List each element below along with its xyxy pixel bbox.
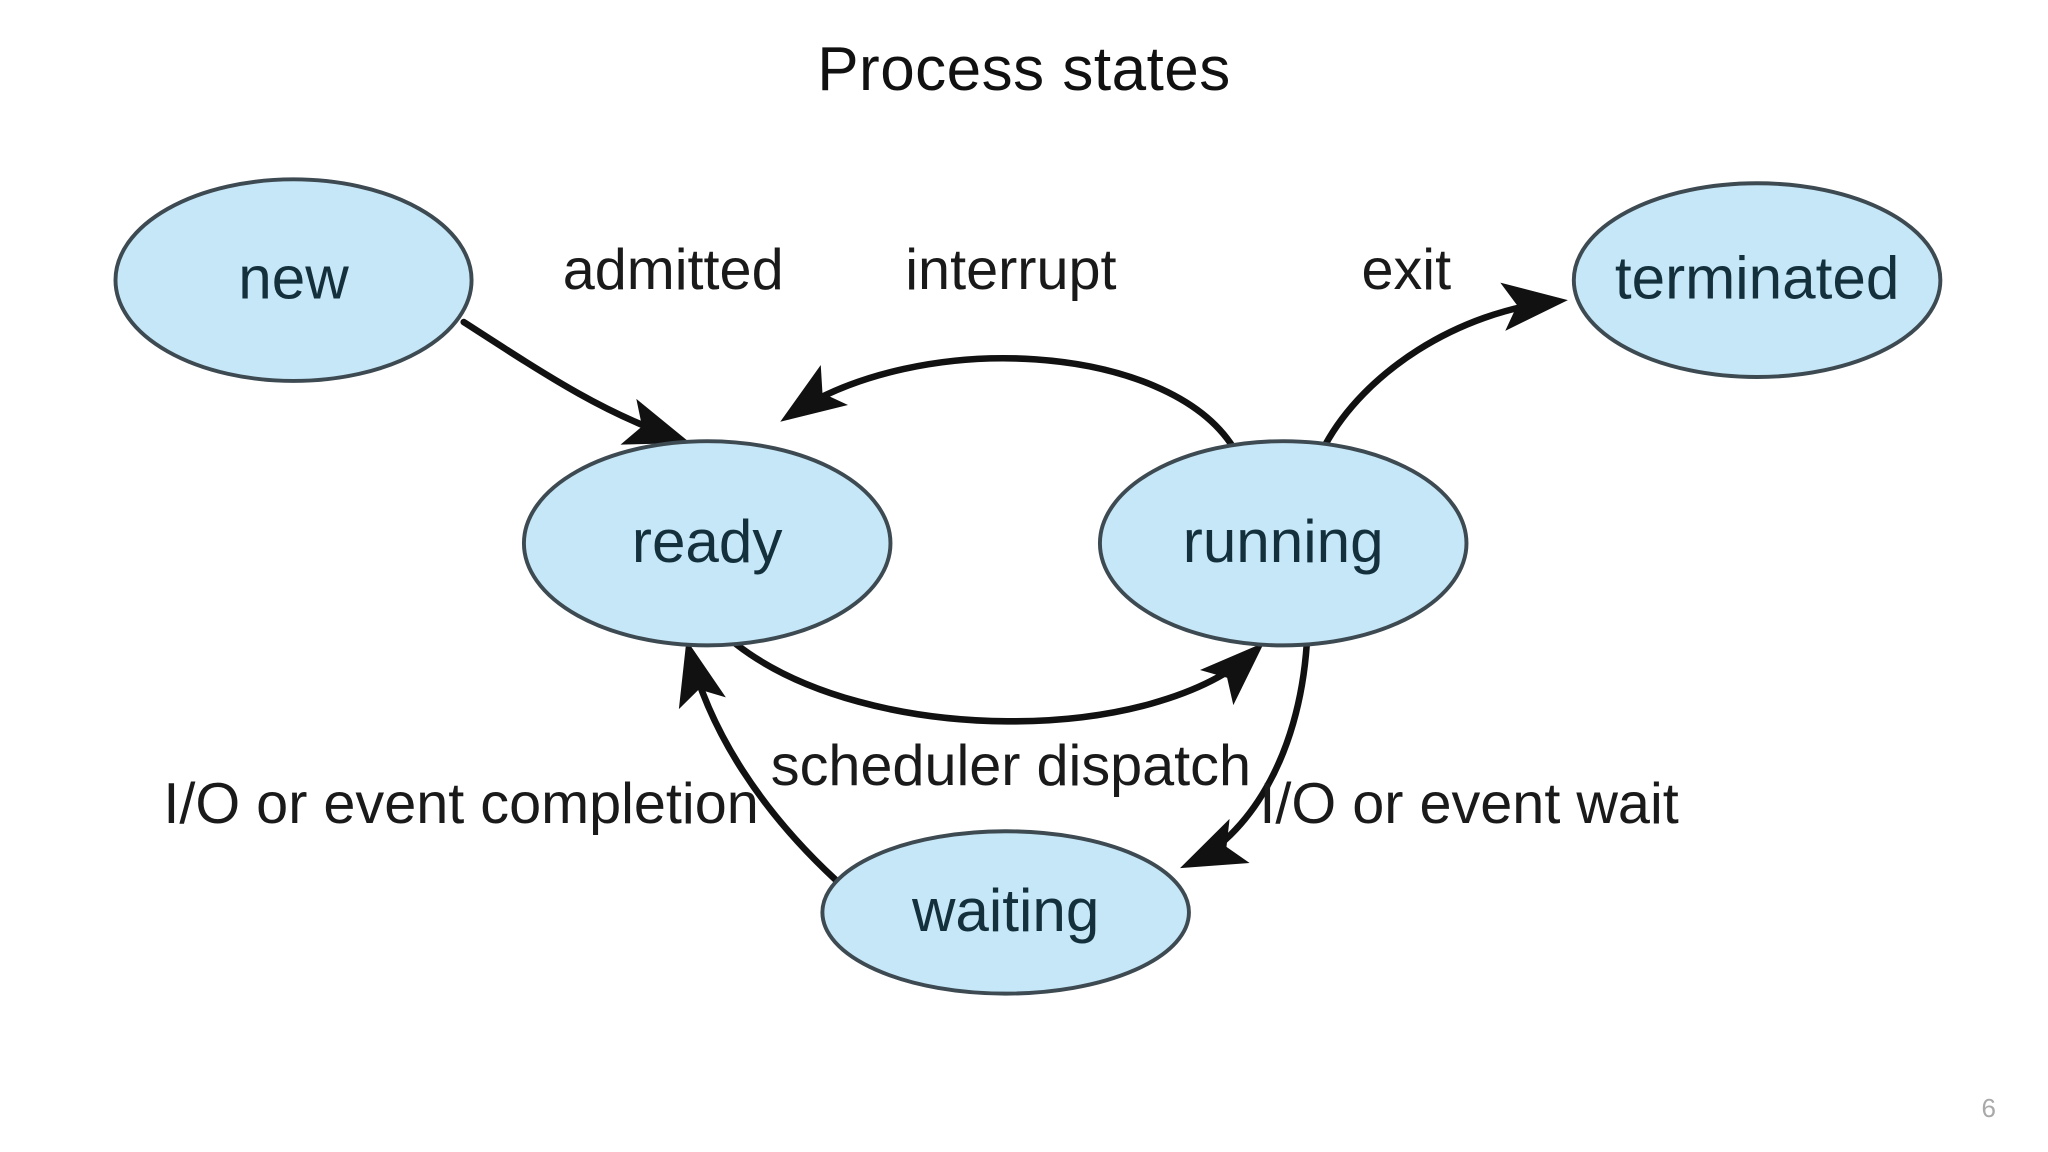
edge-label-exit: exit	[1361, 238, 1451, 302]
edge-label-io-or-event-completion: I/O or event completion	[163, 772, 758, 836]
node-terminated-shape	[1571, 181, 1943, 379]
node-running[interactable]: running	[1097, 439, 1469, 648]
edge-interrupt	[780, 355, 1237, 451]
edge-io-or-event-completion	[678, 639, 839, 883]
edge-admitted	[460, 318, 691, 445]
edge-label-interrupt: interrupt	[905, 238, 1116, 302]
node-running-shape	[1097, 439, 1469, 648]
node-waiting-shape	[820, 829, 1191, 996]
edge-label-admitted: admitted	[563, 238, 784, 302]
node-waiting-label: waiting	[911, 876, 1099, 944]
node-terminated-label: terminated	[1615, 244, 1899, 312]
node-ready-shape	[521, 439, 893, 648]
page-number: 6	[1981, 1093, 1996, 1123]
page-title: Process states	[817, 35, 1231, 104]
node-running-label: running	[1183, 507, 1384, 575]
node-terminated[interactable]: terminated	[1571, 181, 1943, 379]
edge-scheduler-dispatch	[732, 640, 1265, 725]
edge-io-or-event-wait	[1180, 640, 1311, 869]
edge-label-scheduler-dispatch: scheduler dispatch	[771, 734, 1251, 798]
node-new-label: new	[238, 244, 349, 312]
node-new[interactable]: new	[113, 177, 474, 383]
node-ready[interactable]: ready	[521, 439, 893, 648]
edge-label-io-or-event-wait: I/O or event wait	[1259, 772, 1678, 836]
edge-exit	[1321, 282, 1568, 449]
node-waiting[interactable]: waiting	[820, 829, 1191, 996]
node-new-shape	[113, 177, 474, 383]
node-ready-label: ready	[632, 507, 783, 575]
